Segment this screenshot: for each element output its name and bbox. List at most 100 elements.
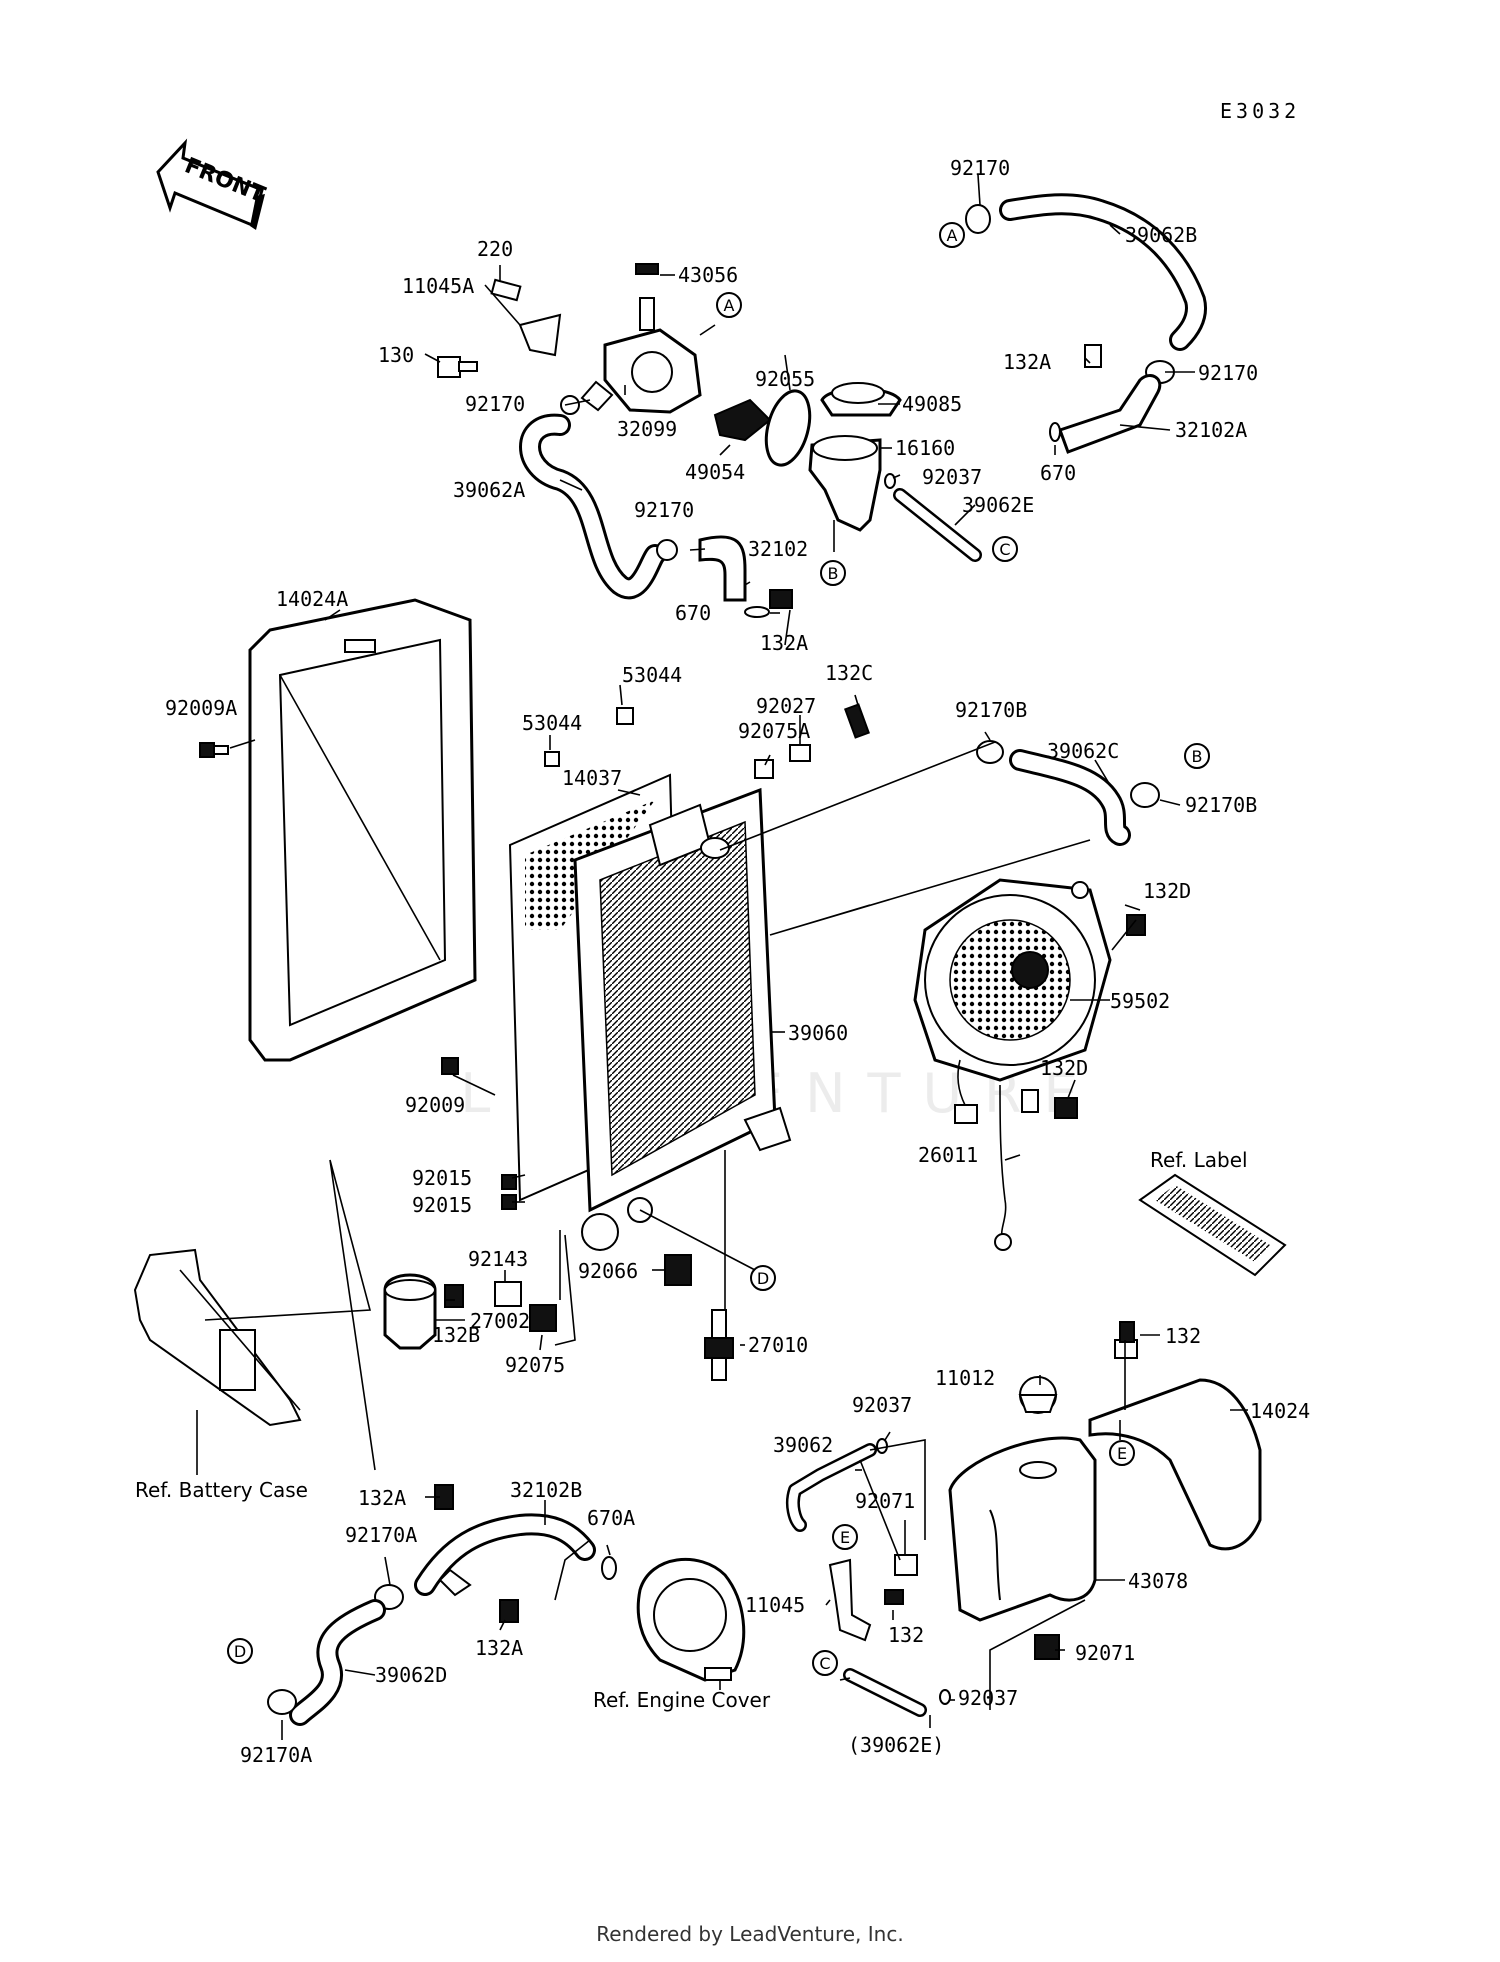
hose-39062a (519, 413, 666, 600)
svg-text:C: C (819, 1654, 830, 1673)
hose-39062c (1009, 749, 1131, 846)
part-label: 132B (432, 1323, 480, 1347)
part-label: 43078 (1128, 1569, 1188, 1593)
hose-39062e-top (884, 473, 982, 562)
bracket-11045 (828, 1558, 904, 1642)
part-label: 92170 (465, 392, 525, 416)
svg-text:D: D (234, 1642, 246, 1661)
part-label: 11045 (745, 1593, 805, 1617)
pipe-32102 (656, 535, 793, 618)
part-label: 132A (1003, 350, 1051, 374)
svg-text:E: E (1117, 1444, 1127, 1463)
connector-b-2: B (1184, 743, 1210, 769)
temp-sensor-part (704, 1309, 734, 1381)
part-label: 670 (1040, 461, 1076, 485)
part-label: 92037 (852, 1393, 912, 1417)
part-label: 27010 (748, 1333, 808, 1357)
part-label: 670 (675, 601, 711, 625)
part-label: 32102B (510, 1478, 582, 1502)
leader-lines (196, 174, 1248, 1740)
svg-text:B: B (828, 564, 839, 583)
svg-text:B: B (1192, 747, 1203, 766)
hose-39062b (999, 193, 1207, 351)
part-label: 92170A (240, 1743, 312, 1767)
ref-engine-cover: Ref. Engine Cover (593, 1688, 771, 1712)
part-label: 92009 (405, 1093, 465, 1117)
part-label: 92055 (755, 367, 815, 391)
ref-label-plate (1138, 1173, 1287, 1277)
part-label: 92066 (578, 1259, 638, 1283)
thermostat-part (713, 382, 902, 532)
cooling-fan-part (913, 878, 1112, 1082)
part-label: 92170 (634, 498, 694, 522)
hose-39062 (785, 1443, 877, 1532)
part-label: 32099 (617, 417, 677, 441)
part-label: 27002 (470, 1309, 530, 1333)
part-label: 92037 (958, 1686, 1018, 1710)
part-label: 59502 (1110, 989, 1170, 1013)
connector-e-1: E (1109, 1440, 1135, 1466)
part-label: 92170B (1185, 793, 1257, 817)
hose-39062d (289, 1599, 386, 1726)
part-label: 92071 (1075, 1641, 1135, 1665)
part-label: 39062C (1047, 739, 1119, 763)
part-label: 92170B (955, 698, 1027, 722)
part-label: 92009A (165, 696, 237, 720)
fan-wiring-part (954, 1059, 1039, 1251)
part-label: 39062E (962, 493, 1034, 517)
part-label: 32102 (748, 537, 808, 561)
part-label: 92075A (738, 719, 810, 743)
connector-a-1: A (939, 222, 965, 248)
pipe-32102b (414, 1513, 596, 1597)
connector-b-1: B (820, 560, 846, 586)
tank-cover-part (1088, 1321, 1262, 1551)
ref-label: Ref. Label (1150, 1148, 1248, 1172)
footer-credit: Rendered by LeadVenture, Inc. (596, 1922, 904, 1946)
part-label: 670A (587, 1506, 635, 1530)
part-label: 49085 (902, 392, 962, 416)
part-label: 14024 (1250, 1399, 1310, 1423)
part-label: 92071 (855, 1489, 915, 1513)
reservoir-tank-part (948, 1376, 1097, 1622)
part-label: (39062E) (848, 1733, 944, 1757)
part-label: 92015 (412, 1166, 472, 1190)
part-label: 53044 (622, 663, 682, 687)
part-label: 26011 (918, 1143, 978, 1167)
part-label: 132D (1040, 1056, 1088, 1080)
part-label: 43056 (678, 263, 738, 287)
part-label: 39062D (375, 1663, 447, 1687)
pipe-32102a (1049, 344, 1162, 454)
radiator-core-part (573, 787, 792, 1251)
part-label: 53044 (522, 711, 582, 735)
part-label: 92037 (922, 465, 982, 489)
part-label: 132A (475, 1636, 523, 1660)
part-label: 32102A (1175, 418, 1247, 442)
diagram-code: E3032 (1220, 99, 1300, 123)
svg-text:D: D (757, 1269, 769, 1288)
part-label: 132A (760, 631, 808, 655)
part-label: 39062 (773, 1433, 833, 1457)
connector-a-2: A (716, 292, 742, 318)
part-label: 92170 (950, 156, 1010, 180)
part-label: 39062A (453, 478, 525, 502)
bracket-part (437, 278, 562, 378)
part-label: 132 (888, 1623, 924, 1647)
svg-text:C: C (999, 540, 1010, 559)
hose-39062e-lower (843, 1668, 927, 1717)
radiator-shroud-part (248, 598, 477, 1062)
thermostat-cover-part (580, 263, 702, 414)
part-label: 220 (477, 237, 513, 261)
svg-text:E: E (840, 1528, 850, 1547)
part-label: 92143 (468, 1247, 528, 1271)
part-label: 132A (358, 1486, 406, 1510)
battery-case-bracket (133, 1248, 302, 1427)
connector-e-2: E (832, 1524, 858, 1550)
connector-d-1: D (750, 1265, 776, 1291)
part-label: 49054 (685, 460, 745, 484)
part-label: 130 (378, 343, 414, 367)
part-label: 39062B (1125, 223, 1197, 247)
svg-text:A: A (947, 226, 958, 245)
part-label: 132C (825, 661, 873, 685)
part-labels: 220 11045A 130 43056 92170 32099 39062A … (165, 156, 1310, 1767)
